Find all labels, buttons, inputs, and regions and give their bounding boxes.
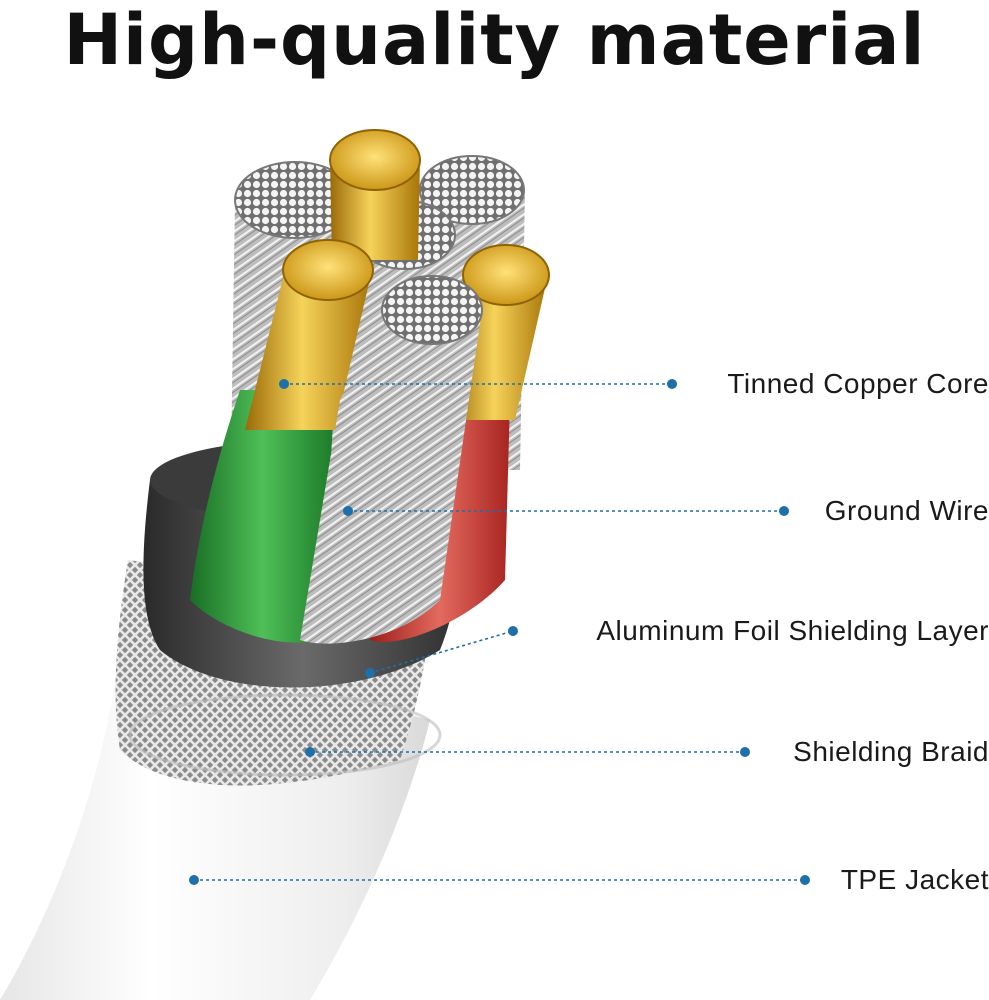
- back-gold-conductor: [329, 129, 421, 260]
- label-shielding-braid: Shielding Braid: [793, 736, 989, 767]
- label-tpe-jacket: TPE Jacket: [840, 864, 989, 895]
- leader-aluminum-foil: [365, 626, 518, 678]
- label-ground-wire: Ground Wire: [824, 495, 989, 526]
- label-aluminum-foil-shielding-layer: Aluminum Foil Shielding Layer: [596, 615, 989, 646]
- label-tinned-copper-core: Tinned Copper Core: [727, 368, 989, 399]
- leader-shielding-braid: [305, 747, 750, 757]
- leader-tinned-copper-core: [279, 379, 677, 389]
- callout-leaders: [189, 379, 810, 885]
- green-insulated-conductor: [190, 239, 374, 643]
- leader-ground-wire: [343, 506, 789, 516]
- page-title: High-quality material: [63, 0, 926, 81]
- front-ground-wire: [300, 275, 483, 644]
- leader-tpe-jacket: [189, 875, 810, 885]
